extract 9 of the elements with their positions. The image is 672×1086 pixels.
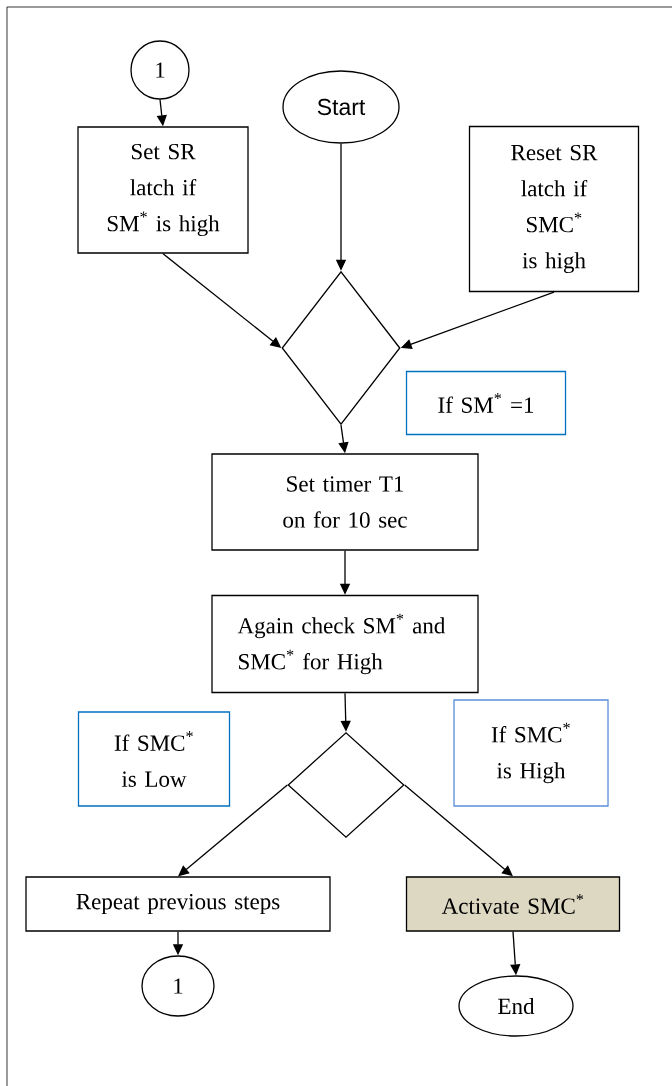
process-box: Repeat previous steps (25, 876, 331, 932)
condition-box: If SMC$^{*}$ is Low (77, 711, 231, 807)
process-box: Set SR latch if SM$^{*}$ is high (77, 126, 249, 254)
condition-box: If SMC$^{*}$ is High (453, 699, 609, 807)
process-box: Activate SMC$^{*}$ (405, 876, 621, 932)
process-box: Again check SM$^{*}$ and SMC$^{*}$ for High (211, 594, 479, 694)
condition-box: If SM$^{*}$ =1 (405, 370, 567, 436)
process-box: Set timer T1 on for 10 sec (211, 453, 479, 551)
process-box: Reset SR latch if SMC$^{*}$ is high (468, 125, 640, 293)
